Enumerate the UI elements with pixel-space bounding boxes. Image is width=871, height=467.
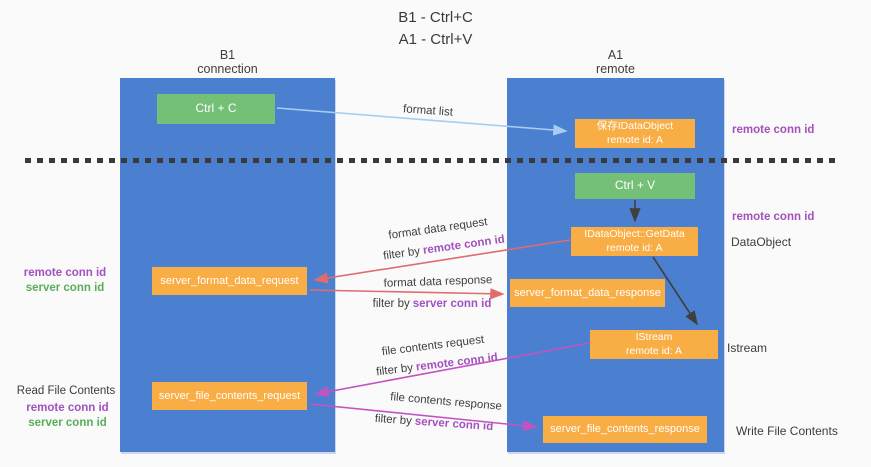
server-file-contents-request-label: server_file_contents_request bbox=[158, 389, 301, 402]
server-format-data-request-label: server_format_data_request bbox=[160, 274, 299, 287]
istream-line1: IStream bbox=[635, 330, 673, 343]
right-remote-conn-id-top: remote conn id bbox=[732, 124, 815, 136]
getdata-line1: IDataObject::GetData bbox=[584, 227, 685, 240]
title-line-1: B1 - Ctrl+C bbox=[398, 9, 473, 26]
arrow-format-data-response bbox=[309, 288, 505, 300]
filter-key: remote conn id bbox=[415, 351, 499, 374]
left-conn-id-group-bottom: remote conn id server conn id bbox=[15, 401, 120, 430]
file-contents-response-label: file contents response bbox=[389, 391, 503, 413]
dataobject-label: DataObject bbox=[731, 235, 792, 249]
filter-prefix: filter by bbox=[375, 361, 414, 379]
server-format-data-request-box: server_format_data_request bbox=[152, 267, 307, 295]
istream-line2: remote id: A bbox=[625, 344, 683, 357]
getdata-box: IDataObject::GetData remote id: A bbox=[571, 227, 698, 256]
save-dataobject-line2: remote id: A bbox=[606, 133, 664, 146]
read-file-contents-label: Read File Contents bbox=[16, 385, 116, 397]
left-server-conn-id-mid: server conn id bbox=[25, 281, 105, 294]
getdata-line2: remote id: A bbox=[606, 241, 663, 254]
filter-prefix: filter by bbox=[374, 412, 413, 428]
save-dataobject-box: 保存IDataObject remote id: A bbox=[575, 119, 695, 148]
page-title: B1 - Ctrl+C A1 - Ctrl+V bbox=[0, 7, 871, 51]
server-format-data-response-box: server_format_data_response bbox=[510, 279, 665, 307]
ctrl-c-label: Ctrl + C bbox=[195, 101, 237, 116]
filter-key: server conn id bbox=[414, 415, 494, 434]
filter-key: remote conn id bbox=[422, 233, 506, 257]
save-dataobject-line1: 保存IDataObject bbox=[596, 119, 674, 132]
left-server-conn-id-bottom: server conn id bbox=[28, 416, 107, 429]
istream-side-label: Istream bbox=[727, 341, 768, 355]
filter-key: server conn id bbox=[412, 298, 492, 310]
right-remote-conn-id-mid: remote conn id bbox=[732, 211, 815, 223]
format-data-response-label: format data response bbox=[383, 274, 493, 290]
server-file-contents-response-box: server_file_contents_response bbox=[543, 416, 707, 443]
server-file-contents-response-label: server_file_contents_response bbox=[550, 423, 700, 436]
left-remote-conn-id-bottom: remote conn id bbox=[26, 402, 109, 414]
server-file-contents-request-box: server_file_contents_request bbox=[152, 382, 307, 410]
lane-header-a1: A1 remote bbox=[507, 48, 724, 76]
server-format-data-response-label: server_format_data_response bbox=[514, 286, 661, 299]
ctrl-c-box: Ctrl + C bbox=[157, 94, 275, 124]
istream-box: IStream remote id: A bbox=[590, 330, 718, 359]
lane-b1-name: B1 bbox=[219, 48, 236, 62]
left-remote-conn-id-mid: remote conn id bbox=[23, 267, 107, 279]
lane-b1-role: connection bbox=[197, 62, 258, 76]
write-file-contents-label: Write File Contents bbox=[736, 424, 838, 438]
ctrl-v-label: Ctrl + V bbox=[614, 178, 656, 193]
filter-prefix: filter by bbox=[382, 245, 421, 263]
format-list-label: format list bbox=[402, 103, 454, 119]
ctrl-v-box: Ctrl + V bbox=[575, 173, 695, 199]
filter-prefix: filter by bbox=[372, 298, 410, 310]
dashed-separator bbox=[25, 158, 838, 163]
lane-a1-role: remote bbox=[596, 62, 635, 76]
lane-header-b1: B1 connection bbox=[120, 48, 335, 76]
lane-a1-name: A1 bbox=[607, 48, 624, 62]
left-conn-id-group-mid: remote conn id server conn id bbox=[15, 266, 115, 295]
title-line-2: A1 - Ctrl+V bbox=[398, 30, 473, 48]
